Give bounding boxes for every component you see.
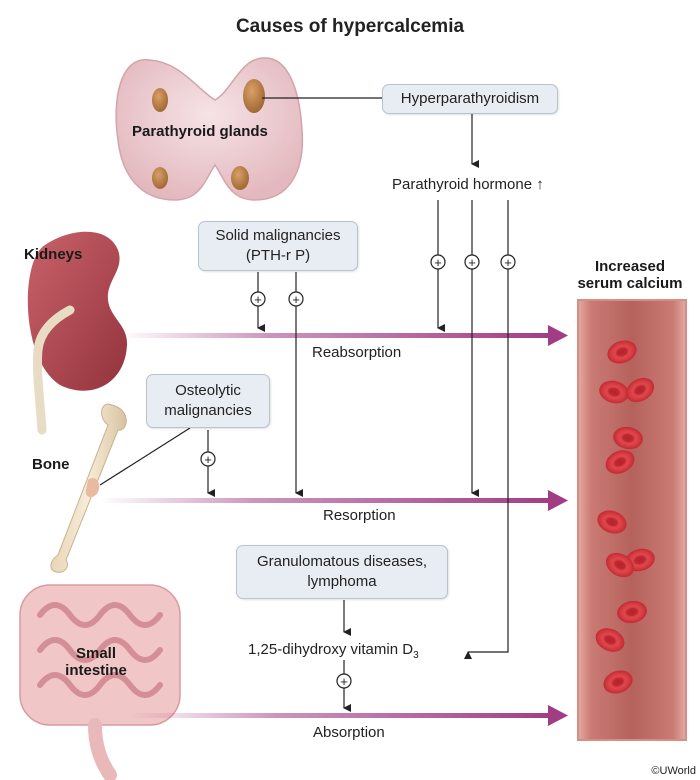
solid-malignancies-box: Solid malignancies (PTH-r P) (198, 221, 358, 271)
intestine-label-line2: intestine (65, 662, 127, 679)
process-arrows (100, 325, 568, 726)
osteolytic-line2: malignancies (164, 402, 252, 419)
red-blood-cell (597, 510, 627, 534)
granulomatous-line1: Granulomatous diseases, (256, 553, 428, 570)
plus-symbol: + (468, 255, 476, 270)
red-blood-cell (625, 377, 655, 403)
solid-malignancies-line1: Solid malignancies (215, 227, 341, 244)
plus-symbols: + + + + + + + (204, 255, 512, 689)
absorption-arrow (130, 713, 550, 718)
resorption-label: Resorption (323, 507, 396, 524)
hyperparathyroidism-box: Hyperparathyroidism (382, 84, 558, 114)
solid-malignancies-line2: (PTH-r P) (245, 247, 311, 264)
red-blood-cell (605, 552, 635, 578)
plus-symbol: + (340, 674, 348, 689)
plus-symbol: + (504, 255, 512, 270)
red-blood-cells (595, 340, 655, 694)
vitamin-d-mediator: 1,25-dihydroxy vitamin D3 (248, 641, 419, 661)
resorption-arrow (100, 498, 550, 503)
serum-calcium-line1: Increased (594, 258, 666, 275)
vitamin-d-subscript: 3 (413, 650, 419, 661)
granulomatous-box: Granulomatous diseases, lymphoma (236, 545, 448, 599)
credit-text: ©UWorld (651, 765, 696, 777)
serum-calcium-line2: serum calcium (577, 275, 683, 292)
pth-mediator: Parathyroid hormone ↑ (392, 176, 544, 193)
hyperparathyroidism-text: Hyperparathyroidism (400, 90, 540, 107)
bone-illustration (50, 403, 127, 573)
serum-calcium-label: Increased serum calcium (560, 258, 700, 292)
red-blood-cell (603, 670, 633, 694)
intestine-label-line1: Small (75, 645, 117, 662)
osteolytic-line1: Osteolytic (175, 382, 241, 399)
granulomatous-line2: lymphoma (307, 573, 377, 590)
diagram-title: Causes of hypercalcemia (235, 16, 465, 37)
kidneys-label: Kidneys (24, 246, 83, 263)
plus-symbol: + (204, 452, 212, 467)
red-blood-cell (595, 628, 625, 652)
bone-label: Bone (32, 456, 70, 473)
absorption-label: Absorption (313, 724, 385, 741)
red-blood-cell (605, 450, 635, 474)
red-blood-cell (617, 600, 647, 624)
connector-bone (99, 427, 191, 486)
parathyroid-illustration (115, 57, 304, 201)
red-blood-cell (613, 426, 643, 450)
intestine-label: Small intestine (56, 645, 136, 679)
osteolytic-malignancies-box: Osteolytic malignancies (146, 374, 270, 428)
plus-symbol: + (254, 292, 262, 307)
plus-symbol: + (434, 255, 442, 270)
plus-symbol: + (292, 292, 300, 307)
reabsorption-arrow (120, 333, 550, 338)
intestine-illustration (19, 584, 181, 780)
parathyroid-label: Parathyroid glands (132, 123, 268, 140)
plus-circles (200, 254, 516, 689)
reabsorption-label: Reabsorption (312, 344, 402, 361)
red-blood-cell (599, 380, 629, 404)
kidney-illustration (27, 231, 128, 435)
blood-vessel-illustration (577, 299, 687, 741)
red-blood-cell (607, 340, 637, 364)
vitamin-d-text: 1,25-dihydroxy vitamin D (248, 641, 414, 658)
